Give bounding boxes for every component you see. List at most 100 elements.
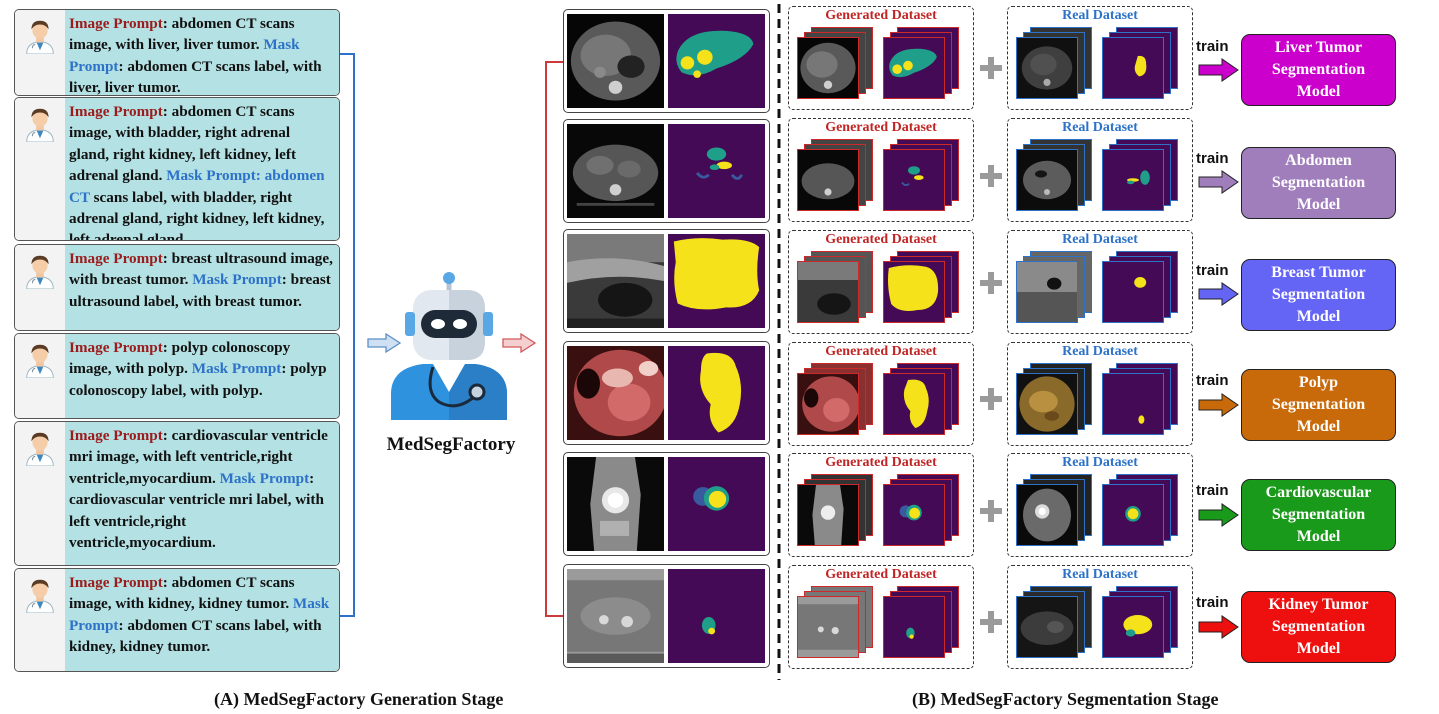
generated-dataset-abdomen: Generated Dataset: [788, 118, 974, 222]
plus-icon: [980, 611, 1002, 633]
mask-prompt-text: : breast ultrasound label, with breast t…: [69, 271, 331, 310]
mask-prompt-text: scans label, with bladder, right adrenal…: [69, 188, 325, 241]
real-mask-image: [1102, 484, 1164, 546]
doctor-avatar-icon: [21, 340, 59, 378]
output-bracket: [545, 61, 564, 617]
real-dataset-cardiovascular: Real Dataset: [1007, 453, 1193, 557]
doctor-avatar-icon: [21, 575, 59, 613]
avatar-strip: [15, 245, 65, 330]
generated-mri-image: [797, 484, 859, 546]
model-suffix: Model: [1296, 308, 1341, 325]
model-suffix: Model: [1296, 640, 1341, 657]
prompt-text: Image Prompt: abdomen CT scans image, wi…: [65, 10, 339, 95]
real-mask-image: [1102, 149, 1164, 211]
model-name: Cardiovascular: [1265, 484, 1372, 501]
prompt-text: Image Prompt: cardiovascular ventricle m…: [65, 422, 339, 565]
generated-dataset-liver: Generated Dataset: [788, 6, 974, 110]
generated-tile-kidney: [563, 564, 770, 668]
train-label: train: [1196, 262, 1229, 279]
real-dataset-title: Real Dataset: [1062, 567, 1138, 582]
generated-dataset-title: Generated Dataset: [825, 8, 937, 23]
prompt-text: Image Prompt: polyp colonoscopy image, w…: [65, 334, 339, 418]
image-prompt-label: Image Prompt: [69, 15, 163, 32]
prompt-card-breast: Image Prompt: breast ultrasound image, w…: [14, 244, 340, 331]
train-label: train: [1196, 594, 1229, 611]
mask-prompt-label: Mask Prompt: [192, 271, 282, 289]
generated-tile-abdomen: [563, 119, 770, 223]
train-arrow-icon: [1198, 170, 1239, 194]
generated-dataset-polyp: Generated Dataset: [788, 342, 974, 446]
image-prompt-text: : polyp colonoscopy image, with polyp.: [69, 339, 291, 378]
mask-prompt-text: : polyp colonoscopy label, with polyp.: [69, 360, 327, 399]
model-type: Segmentation: [1271, 286, 1366, 303]
caption-generation-stage: (A) MedSegFactory Generation Stage: [214, 689, 504, 709]
mask-prompt-label: Mask Prompt: [69, 595, 330, 634]
kidney-mask-image: [668, 569, 765, 663]
liver-mask-image: [668, 14, 765, 108]
generated-ct-image: [797, 37, 859, 99]
doctor-avatar-icon: [21, 104, 59, 142]
generated-mask-image: [883, 373, 945, 435]
train-arrow-icon: [1198, 503, 1239, 527]
train-label: train: [1196, 38, 1229, 55]
generated-tile-liver: [563, 9, 770, 113]
train-label: train: [1196, 482, 1229, 499]
avatar-strip: [15, 98, 65, 240]
generated-dataset-breast: Generated Dataset: [788, 230, 974, 334]
model-type: Segmentation: [1271, 61, 1366, 78]
prompt-card-cardiovascular: Image Prompt: cardiovascular ventricle m…: [14, 421, 340, 566]
real-dataset-polyp: Real Dataset: [1007, 342, 1193, 446]
mask-prompt-label: Mask Prompt: abdomen CT: [69, 167, 325, 206]
generated-dataset-title: Generated Dataset: [825, 232, 937, 247]
image-prompt-text: : abdomen CT scans image, with kidney, k…: [69, 574, 295, 613]
model-type: Segmentation: [1271, 618, 1366, 635]
plus-icon: [980, 272, 1002, 294]
image-prompt-text: : abdomen CT scans image, with bladder, …: [69, 103, 296, 185]
model-suffix: Model: [1296, 83, 1341, 100]
model-suffix: Model: [1296, 528, 1341, 545]
model-type: Segmentation: [1271, 506, 1366, 523]
blue-input-arrow-icon: [367, 333, 402, 353]
polyp-mask-image: [668, 346, 765, 440]
prompt-text: Image Prompt: abdomen CT scans image, wi…: [65, 98, 339, 240]
plus-icon: [980, 388, 1002, 410]
ultrasound-image: [567, 234, 664, 328]
image-prompt-text: : breast ultrasound image, with breast t…: [69, 250, 333, 289]
train-label: train: [1196, 372, 1229, 389]
real-ct-image: [1016, 37, 1078, 99]
generated-dataset-title: Generated Dataset: [825, 344, 937, 359]
generated-tile-polyp: [563, 341, 770, 445]
generated-mask-image: [883, 37, 945, 99]
train-arrow-icon: [1198, 282, 1239, 306]
model-suffix: Model: [1296, 418, 1341, 435]
generated-ultrasound-image: [797, 261, 859, 323]
train-arrow-icon: [1198, 393, 1239, 417]
prompt-bracket: [340, 53, 355, 617]
real-dataset-abdomen: Real Dataset: [1007, 118, 1193, 222]
generated-dataset-title: Generated Dataset: [825, 455, 937, 470]
real-dataset-title: Real Dataset: [1062, 120, 1138, 135]
real-mask-image: [1102, 373, 1164, 435]
cardiovascular-mask-image: [668, 457, 765, 551]
ct-scan-image: [567, 569, 664, 663]
plus-icon: [980, 500, 1002, 522]
generated-dataset-kidney: Generated Dataset: [788, 565, 974, 669]
breast-mask-image: [668, 234, 765, 328]
generated-dataset-title: Generated Dataset: [825, 120, 937, 135]
real-dataset-kidney: Real Dataset: [1007, 565, 1193, 669]
real-dataset-title: Real Dataset: [1062, 344, 1138, 359]
mask-prompt-text: : abdomen CT scans label, with liver, li…: [69, 57, 322, 96]
model-suffix: Model: [1296, 196, 1341, 213]
generated-ct-image: [797, 149, 859, 211]
prompt-card-polyp: Image Prompt: polyp colonoscopy image, w…: [14, 333, 340, 419]
generated-mask-image: [883, 596, 945, 658]
robot-icon: [391, 272, 507, 420]
real-ct-image: [1016, 596, 1078, 658]
generated-mask-image: [883, 261, 945, 323]
plus-icon: [980, 165, 1002, 187]
image-prompt-label: Image Prompt: [69, 427, 163, 444]
